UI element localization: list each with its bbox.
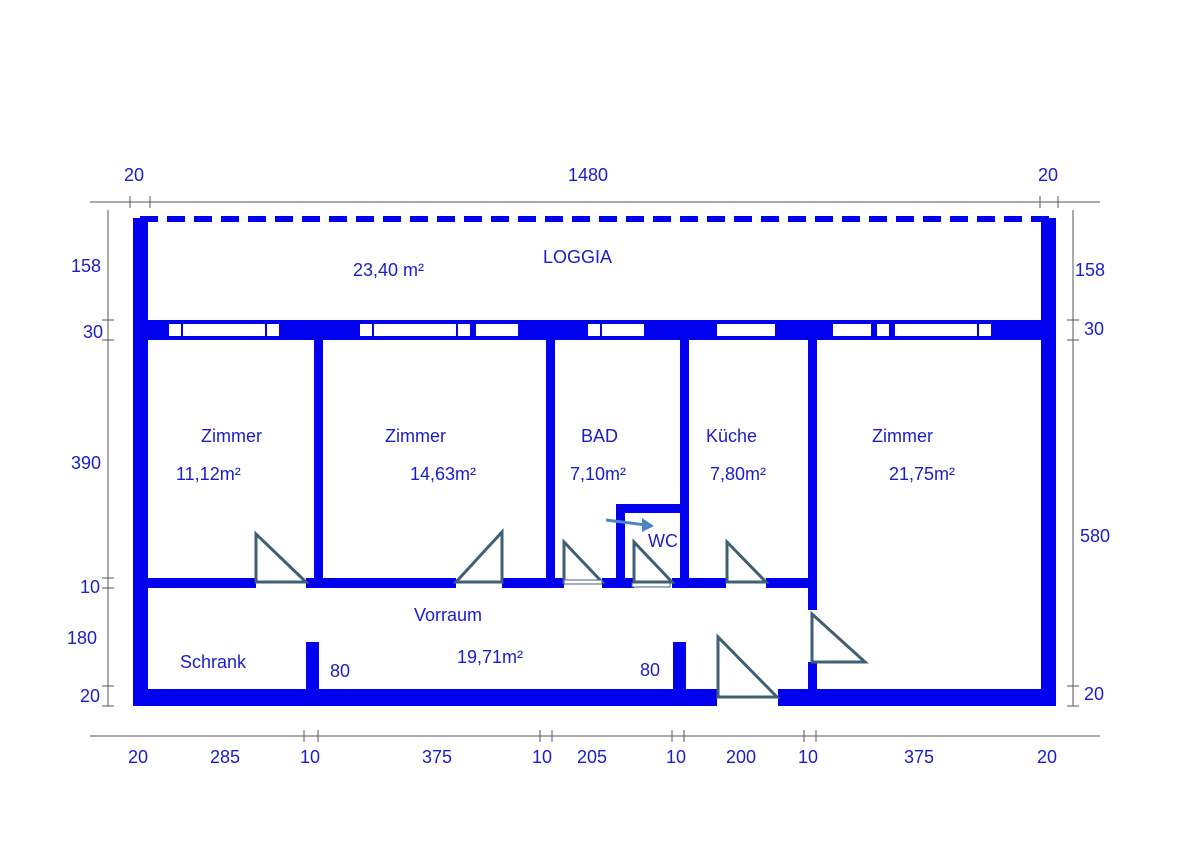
wall-stub-right: [673, 642, 686, 694]
kueche-name: Küche: [706, 426, 757, 446]
dimensions-right: 158 30 580 20: [1075, 260, 1110, 704]
loggia-area: 23,40 m²: [353, 260, 424, 280]
wall-vorraum-segment-6: [766, 578, 817, 588]
vorraum-area: 19,71m²: [457, 647, 523, 667]
wc-name: WC: [648, 531, 678, 551]
dim-bottom-4: 375: [422, 747, 452, 767]
walls: [133, 218, 1056, 706]
door-zimmer1: [254, 530, 310, 584]
dimensions-left: 158 30 390 10 180 20: [67, 256, 103, 706]
window-pane: [167, 322, 183, 338]
dim-bottom-1: 20: [128, 747, 148, 767]
window-pane: [831, 322, 873, 338]
wall-vorraum-segment-4: [602, 578, 634, 588]
kueche-area: 7,80m²: [710, 464, 766, 484]
window-pane: [265, 322, 281, 338]
zimmer1-name: Zimmer: [201, 426, 262, 446]
door-wc: [632, 538, 676, 584]
wall-stub-left: [306, 642, 319, 694]
wall-vorraum-segment-3: [502, 578, 564, 588]
dimensions-top: 20 1480 20: [124, 165, 1058, 185]
vorraum-name: Vorraum: [414, 605, 482, 625]
dim-top-1: 20: [124, 165, 144, 185]
dim-bottom-10: 375: [904, 747, 934, 767]
bad-threshold: [563, 579, 603, 585]
dim-right-2: 30: [1084, 319, 1104, 339]
dim-left-3: 390: [71, 453, 101, 473]
room-labels: LOGGIA 23,40 m² Zimmer 11,12m² Zimmer 14…: [176, 247, 955, 681]
door-kueche: [725, 538, 770, 584]
door-zimmer2: [452, 528, 504, 584]
bad-area: 7,10m²: [570, 464, 626, 484]
dim-top-2: 1480: [568, 165, 608, 185]
dim-left-5: 180: [67, 628, 97, 648]
dim-bottom-2: 285: [210, 747, 240, 767]
wall-kueche-zimmer3-upper: [808, 340, 817, 610]
window-pane: [181, 322, 267, 338]
window-pane: [977, 322, 993, 338]
dim-bottom-9: 10: [798, 747, 818, 767]
zimmer2-name: Zimmer: [385, 426, 446, 446]
dim-bottom-5: 10: [532, 747, 552, 767]
dim-right-1: 158: [1075, 260, 1105, 280]
wall-vorraum-segment-1: [133, 578, 256, 588]
wall-bottom-left: [133, 689, 717, 706]
dim-bottom-11: 20: [1037, 747, 1057, 767]
window-pane: [893, 322, 979, 338]
loggia-name: LOGGIA: [543, 247, 612, 267]
wall-zimmer1-zimmer2: [314, 340, 323, 588]
window-pane: [474, 322, 520, 338]
wall-vorraum-segment-5: [672, 578, 726, 588]
zimmer1-area: 11,12m²: [176, 464, 241, 484]
door-bad: [562, 538, 606, 584]
opening-right-width: 80: [640, 660, 660, 680]
dim-bottom-7: 10: [666, 747, 686, 767]
dimension-lines: [90, 196, 1100, 742]
wall-vorraum-segment-2: [306, 578, 456, 588]
zimmer3-name: Zimmer: [872, 426, 933, 446]
wc-threshold: [631, 582, 671, 588]
wall-wc-left: [616, 504, 625, 588]
zimmer2-area: 14,63m²: [410, 464, 476, 484]
wall-zimmer2-bad: [546, 340, 555, 588]
windows: [167, 322, 993, 338]
dim-right-3: 580: [1080, 526, 1110, 546]
wall-bad-kueche: [680, 340, 689, 588]
doors: [254, 528, 869, 699]
ventilation-arrow-icon: [605, 518, 654, 532]
dim-bottom-3: 10: [300, 747, 320, 767]
schrank-name: Schrank: [180, 652, 247, 672]
window-pane: [875, 322, 891, 338]
door-zimmer3: [810, 610, 869, 664]
wall-bottom-right: [778, 689, 1056, 706]
dim-right-4: 20: [1084, 684, 1104, 704]
dim-bottom-8: 200: [726, 747, 756, 767]
window-pane: [715, 322, 777, 338]
window-pane: [600, 322, 646, 338]
dim-left-1: 158: [71, 256, 101, 276]
window-pane: [456, 322, 472, 338]
window-pane: [372, 322, 458, 338]
dim-top-3: 20: [1038, 165, 1058, 185]
wall-kueche-zimmer3-lower: [808, 662, 817, 694]
dimensions-bottom: 20 285 10 375 10 205 10 200 10 375 20: [128, 747, 1057, 767]
window-pane: [586, 322, 602, 338]
wall-wc-top: [616, 504, 686, 513]
wall-outer-right: [1041, 218, 1056, 706]
opening-left-width: 80: [330, 661, 350, 681]
window-pane: [358, 322, 374, 338]
zimmer3-area: 21,75m²: [889, 464, 955, 484]
door-entrance: [716, 633, 781, 699]
bad-name: BAD: [581, 426, 618, 446]
wall-outer-left: [133, 218, 148, 706]
dim-left-4: 10: [80, 577, 100, 597]
dim-left-6: 20: [80, 686, 100, 706]
dim-left-2: 30: [83, 322, 103, 342]
dim-bottom-6: 205: [577, 747, 607, 767]
